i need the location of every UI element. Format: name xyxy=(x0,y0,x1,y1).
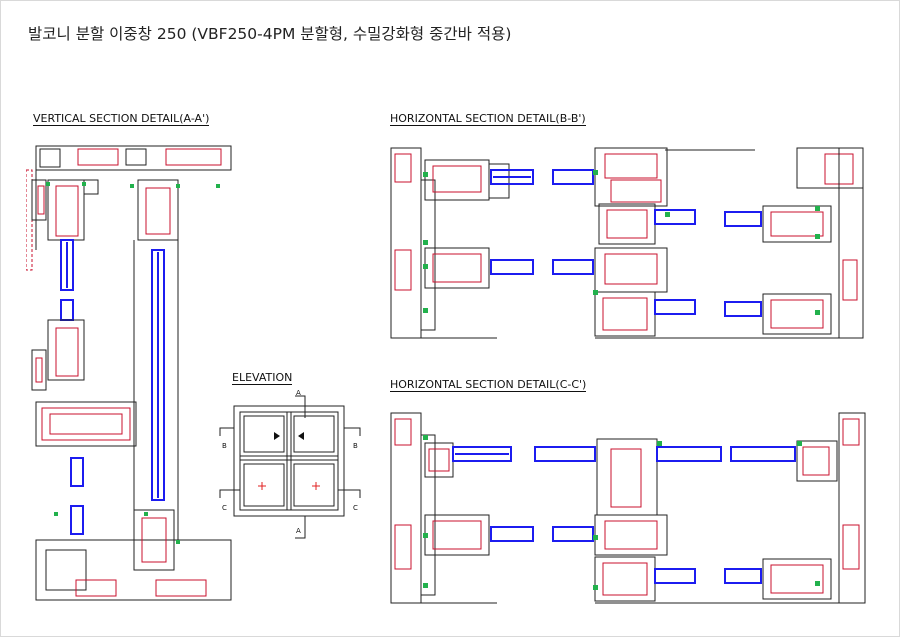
vertical-section-drawing xyxy=(26,145,232,601)
vertical-section-caption: VERTICAL SECTION DETAIL(A-A') xyxy=(33,112,210,126)
elevation-drawing: A A B B C C xyxy=(219,389,361,539)
elevation-mark-b-right: B xyxy=(353,442,358,450)
elevation-mark-a-top: A xyxy=(296,389,301,397)
elevation-mark-b-left: B xyxy=(222,442,227,450)
page-title: 발코니 분할 이중창 250 (VBF250-4PM 분할형, 수밀강화형 중간… xyxy=(28,25,512,43)
horizontal-section-c-caption: HORIZONTAL SECTION DETAIL(C-C') xyxy=(390,378,587,392)
horizontal-section-c-drawing xyxy=(390,412,866,604)
elevation-mark-c-right: C xyxy=(353,504,358,512)
elevation-mark-c-left: C xyxy=(222,504,227,512)
elevation-caption: ELEVATION xyxy=(232,371,293,385)
horizontal-section-b-caption: HORIZONTAL SECTION DETAIL(B-B') xyxy=(390,112,586,126)
elevation-mark-a-bottom: A xyxy=(296,527,301,535)
horizontal-section-b-drawing xyxy=(390,147,864,339)
